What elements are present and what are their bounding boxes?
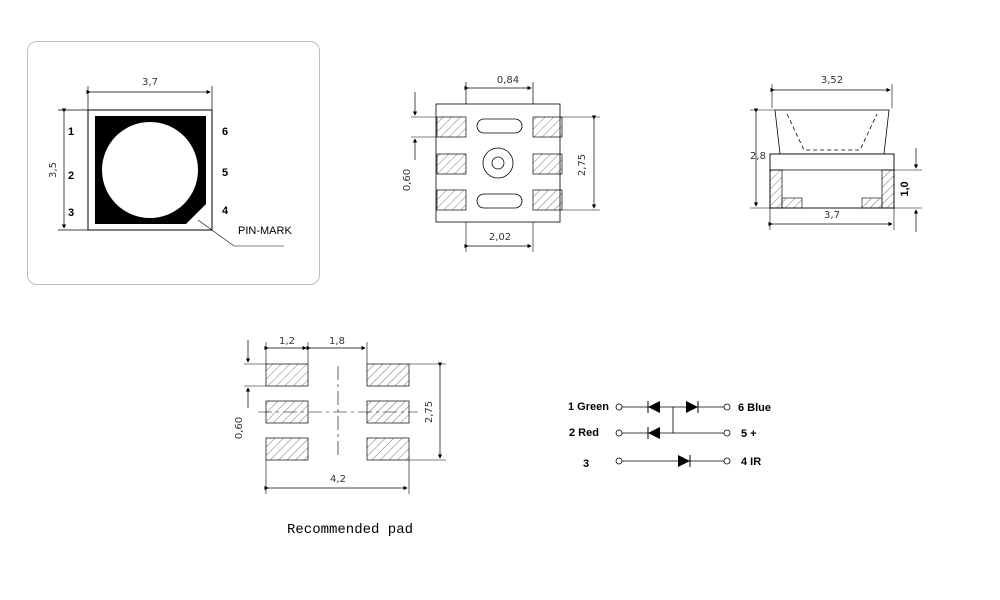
pin-3-label: 3 (68, 207, 74, 219)
bottom-view: 0,84 0,60 2,75 2,02 (402, 75, 600, 252)
pin-6-label: 6 (222, 126, 228, 138)
pin-1-label: 1 (68, 126, 74, 138)
circuit-pin-1-label: 1 Green (568, 401, 609, 413)
pad-height-dim: 0,60 (234, 417, 245, 439)
bottom-height-dim: 2,75 (577, 154, 588, 176)
pad-width-dim: 1,2 (279, 336, 295, 347)
circuit-pin-6-label: 6 Blue (738, 402, 771, 414)
top-view: 3,7 3,5 1 2 3 6 5 4 PIN-MARK (48, 77, 292, 247)
pin-mark-label: PIN-MARK (238, 225, 292, 237)
pad-view: 1,2 1,8 0,60 2,75 4,2 Recommended pad (234, 336, 446, 538)
side-height-dim: 2,8 (750, 151, 766, 162)
pin-4-label: 4 (222, 205, 229, 217)
top-height-dim: 3,5 (48, 162, 59, 178)
pad-caption: Recommended pad (287, 522, 413, 538)
bottom-pitch-dim: 0,84 (497, 75, 519, 86)
bottom-pad-height-dim: 0,60 (402, 169, 413, 191)
side-view: 3,52 2,8 1,0 3,7 (750, 75, 922, 232)
side-base-dim: 1,0 (899, 181, 911, 196)
pin-5-label: 5 (222, 167, 228, 179)
pin-2-label: 2 (68, 170, 74, 182)
circuit-pin-2-label: 2 Red (569, 427, 599, 439)
pad-gap-dim: 1,8 (329, 336, 345, 347)
side-top-dim: 3,52 (821, 75, 843, 86)
top-width-dim: 3,7 (142, 77, 158, 88)
circuit-pin-3-label: 3 (583, 458, 589, 470)
circuit-pin-4-label: 4 IR (741, 456, 761, 468)
pad-total-height-dim: 2,75 (424, 401, 435, 423)
bottom-width-dim: 2,02 (489, 232, 511, 243)
pad-total-width-dim: 4,2 (330, 474, 346, 485)
circuit-pin-5-label: 5 + (741, 428, 757, 440)
circuit-view: 1 Green 6 Blue 2 Red 5 + 3 4 IR (568, 401, 771, 470)
side-width-dim: 3,7 (824, 210, 840, 221)
